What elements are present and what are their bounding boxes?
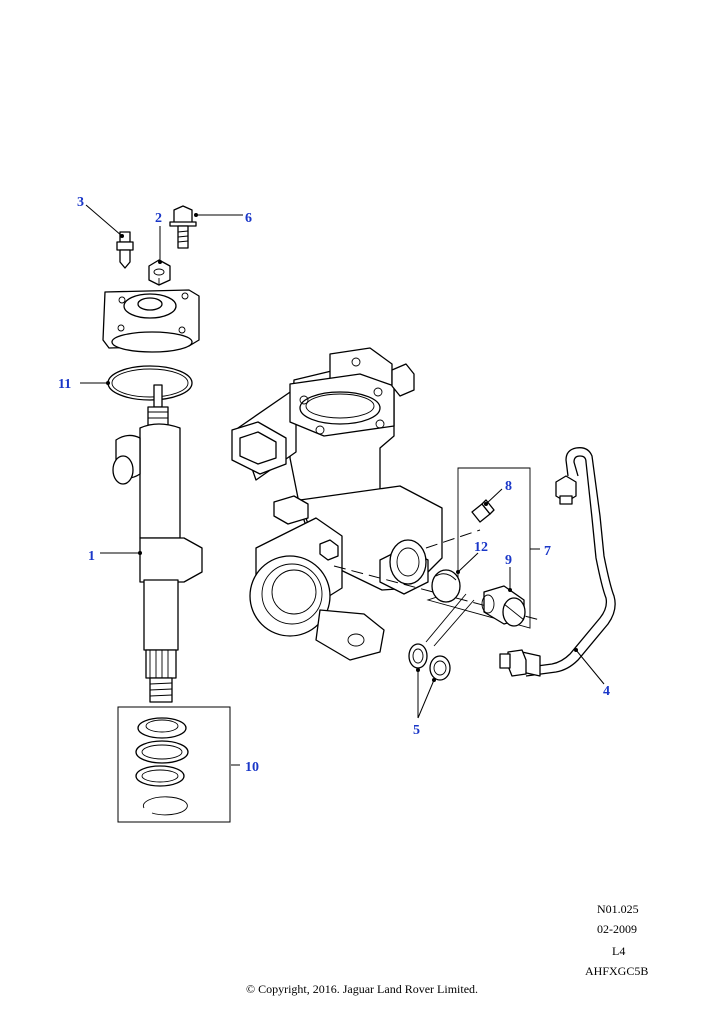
callout-9: 9 <box>505 553 512 568</box>
top-cover <box>102 289 200 353</box>
callout-2: 2 <box>155 211 162 226</box>
callout-10: 10 <box>245 760 259 775</box>
assembly-line-b <box>425 529 481 549</box>
callout-6: 6 <box>245 211 252 226</box>
steering-box-housing <box>231 347 443 661</box>
callout-8: 8 <box>505 479 512 494</box>
level-code: L4 <box>612 944 626 958</box>
part-7-group-frame <box>426 467 531 629</box>
part-11-o-ring <box>107 365 193 401</box>
callout-11: 11 <box>58 377 71 392</box>
part-3-bleed-screw <box>116 231 134 269</box>
callout-4: 4 <box>603 684 610 699</box>
callout-1: 1 <box>88 549 95 564</box>
part-10-seal-kit <box>117 706 231 823</box>
callout-12: 12 <box>474 540 488 555</box>
callout-7: 7 <box>544 544 551 559</box>
leader-lines <box>80 204 605 766</box>
part-5-washers <box>408 593 475 681</box>
illustration-code: AHFXGC5B <box>585 964 649 978</box>
revision-date: 02-2009 <box>597 922 637 936</box>
part-8-plug <box>471 499 495 523</box>
part-9-adjuster <box>481 585 526 627</box>
part-1-input-shaft <box>112 384 203 703</box>
callout-3: 3 <box>77 195 84 210</box>
part-4-feed-pipe <box>499 447 616 677</box>
part-6-bolt <box>169 205 197 249</box>
copyright-notice: © Copyright, 2016. Jaguar Land Rover Lim… <box>245 982 479 996</box>
callout-5: 5 <box>413 723 420 738</box>
part-2-nut <box>148 259 171 286</box>
part-12-cap <box>431 569 461 603</box>
reference-number: N01.025 <box>597 902 639 916</box>
